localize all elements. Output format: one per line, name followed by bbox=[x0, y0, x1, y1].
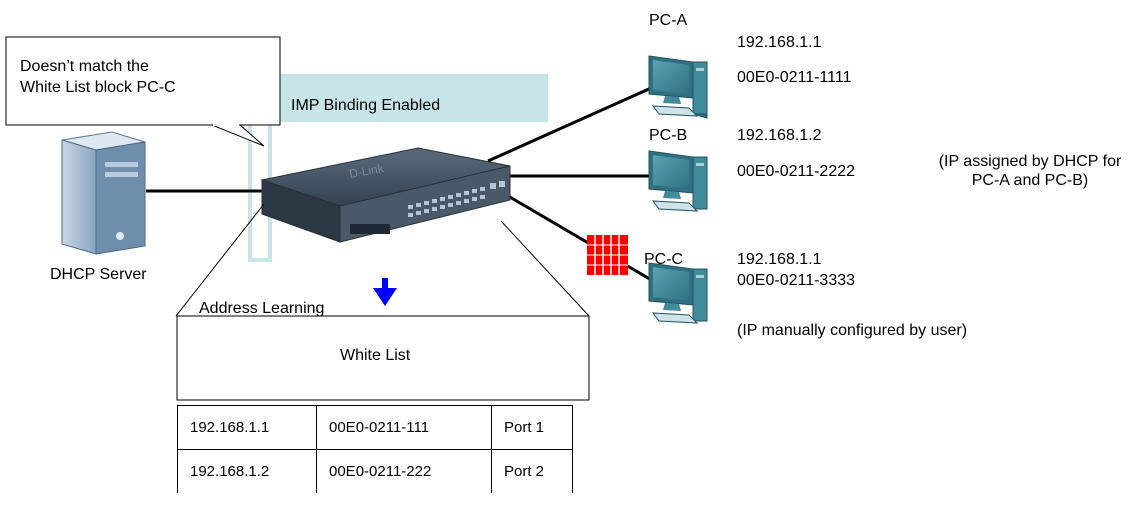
address-learning-label: Address Learning bbox=[199, 300, 325, 317]
address-learning-arrow-icon bbox=[373, 278, 397, 306]
pc-c-mac: 00E0-0211-3333 bbox=[737, 272, 856, 289]
link-switch-pc-a bbox=[487, 82, 661, 163]
pc-b-ip: 192.168.1.2 bbox=[737, 127, 822, 144]
dhcp-note-line-2: PC-A and PC-B) bbox=[971, 172, 1089, 189]
pc-a-mac: 00E0-0211-1111 bbox=[737, 69, 852, 86]
server-icon bbox=[61, 131, 146, 255]
dhcp-note-line-1: (IP assigned by DHCP for bbox=[938, 153, 1122, 170]
switch-icon: D-Link bbox=[260, 147, 511, 243]
pc-c-ip: 192.168.1.1 bbox=[737, 251, 822, 268]
pc-a-name: PC-A bbox=[649, 12, 688, 29]
table-cell-port: Port 1 bbox=[491, 405, 573, 450]
callout-bubble bbox=[5, 36, 281, 147]
table-cell-port: Port 2 bbox=[491, 449, 573, 493]
table-cell-ip: 192.168.1.1 bbox=[177, 405, 317, 450]
pc-a-ip: 192.168.1.1 bbox=[737, 34, 822, 51]
dhcp-note: (IP assigned by DHCP for PC-A and PC-B) bbox=[915, 152, 1145, 190]
white-list-box bbox=[176, 315, 590, 401]
callout-line-2: White List block PC-C bbox=[20, 79, 176, 96]
imp-band bbox=[250, 74, 548, 122]
pc-c-icon bbox=[648, 262, 708, 324]
table-cell-mac: 00E0-0211-222 bbox=[316, 449, 492, 493]
pc-b-mac: 00E0-0211-2222 bbox=[737, 163, 856, 180]
dhcp-server-label: DHCP Server bbox=[50, 266, 147, 283]
table-cell-ip: 192.168.1.2 bbox=[177, 449, 317, 493]
funnel-left bbox=[175, 203, 265, 317]
white-list-table: 192.168.1.1 00E0-0211-111 Port 1 192.168… bbox=[177, 405, 573, 493]
pc-a-icon bbox=[648, 55, 708, 119]
callout-line-1: Doesn’t match the bbox=[20, 58, 149, 75]
pc-c-name: PC-C bbox=[644, 251, 684, 268]
white-list-label: White List bbox=[340, 347, 411, 364]
table-row: 192.168.1.1 00E0-0211-111 Port 1 bbox=[177, 405, 573, 450]
table-row: 192.168.1.2 00E0-0211-222 Port 2 bbox=[177, 449, 573, 493]
funnel-right bbox=[500, 220, 590, 317]
link-switch-pc-c bbox=[502, 191, 661, 287]
firewall-block bbox=[587, 235, 628, 275]
pc-b-icon bbox=[648, 150, 708, 212]
callout-text: Doesn’t match the White List block PC-C bbox=[20, 56, 176, 98]
manual-note: (IP manually configured by user) bbox=[737, 322, 968, 339]
pc-b-name: PC-B bbox=[649, 127, 688, 144]
imp-binding-label: IMP Binding Enabled bbox=[291, 97, 441, 114]
switch-brand-text: D-Link bbox=[348, 161, 386, 181]
table-cell-mac: 00E0-0211-111 bbox=[316, 405, 492, 450]
